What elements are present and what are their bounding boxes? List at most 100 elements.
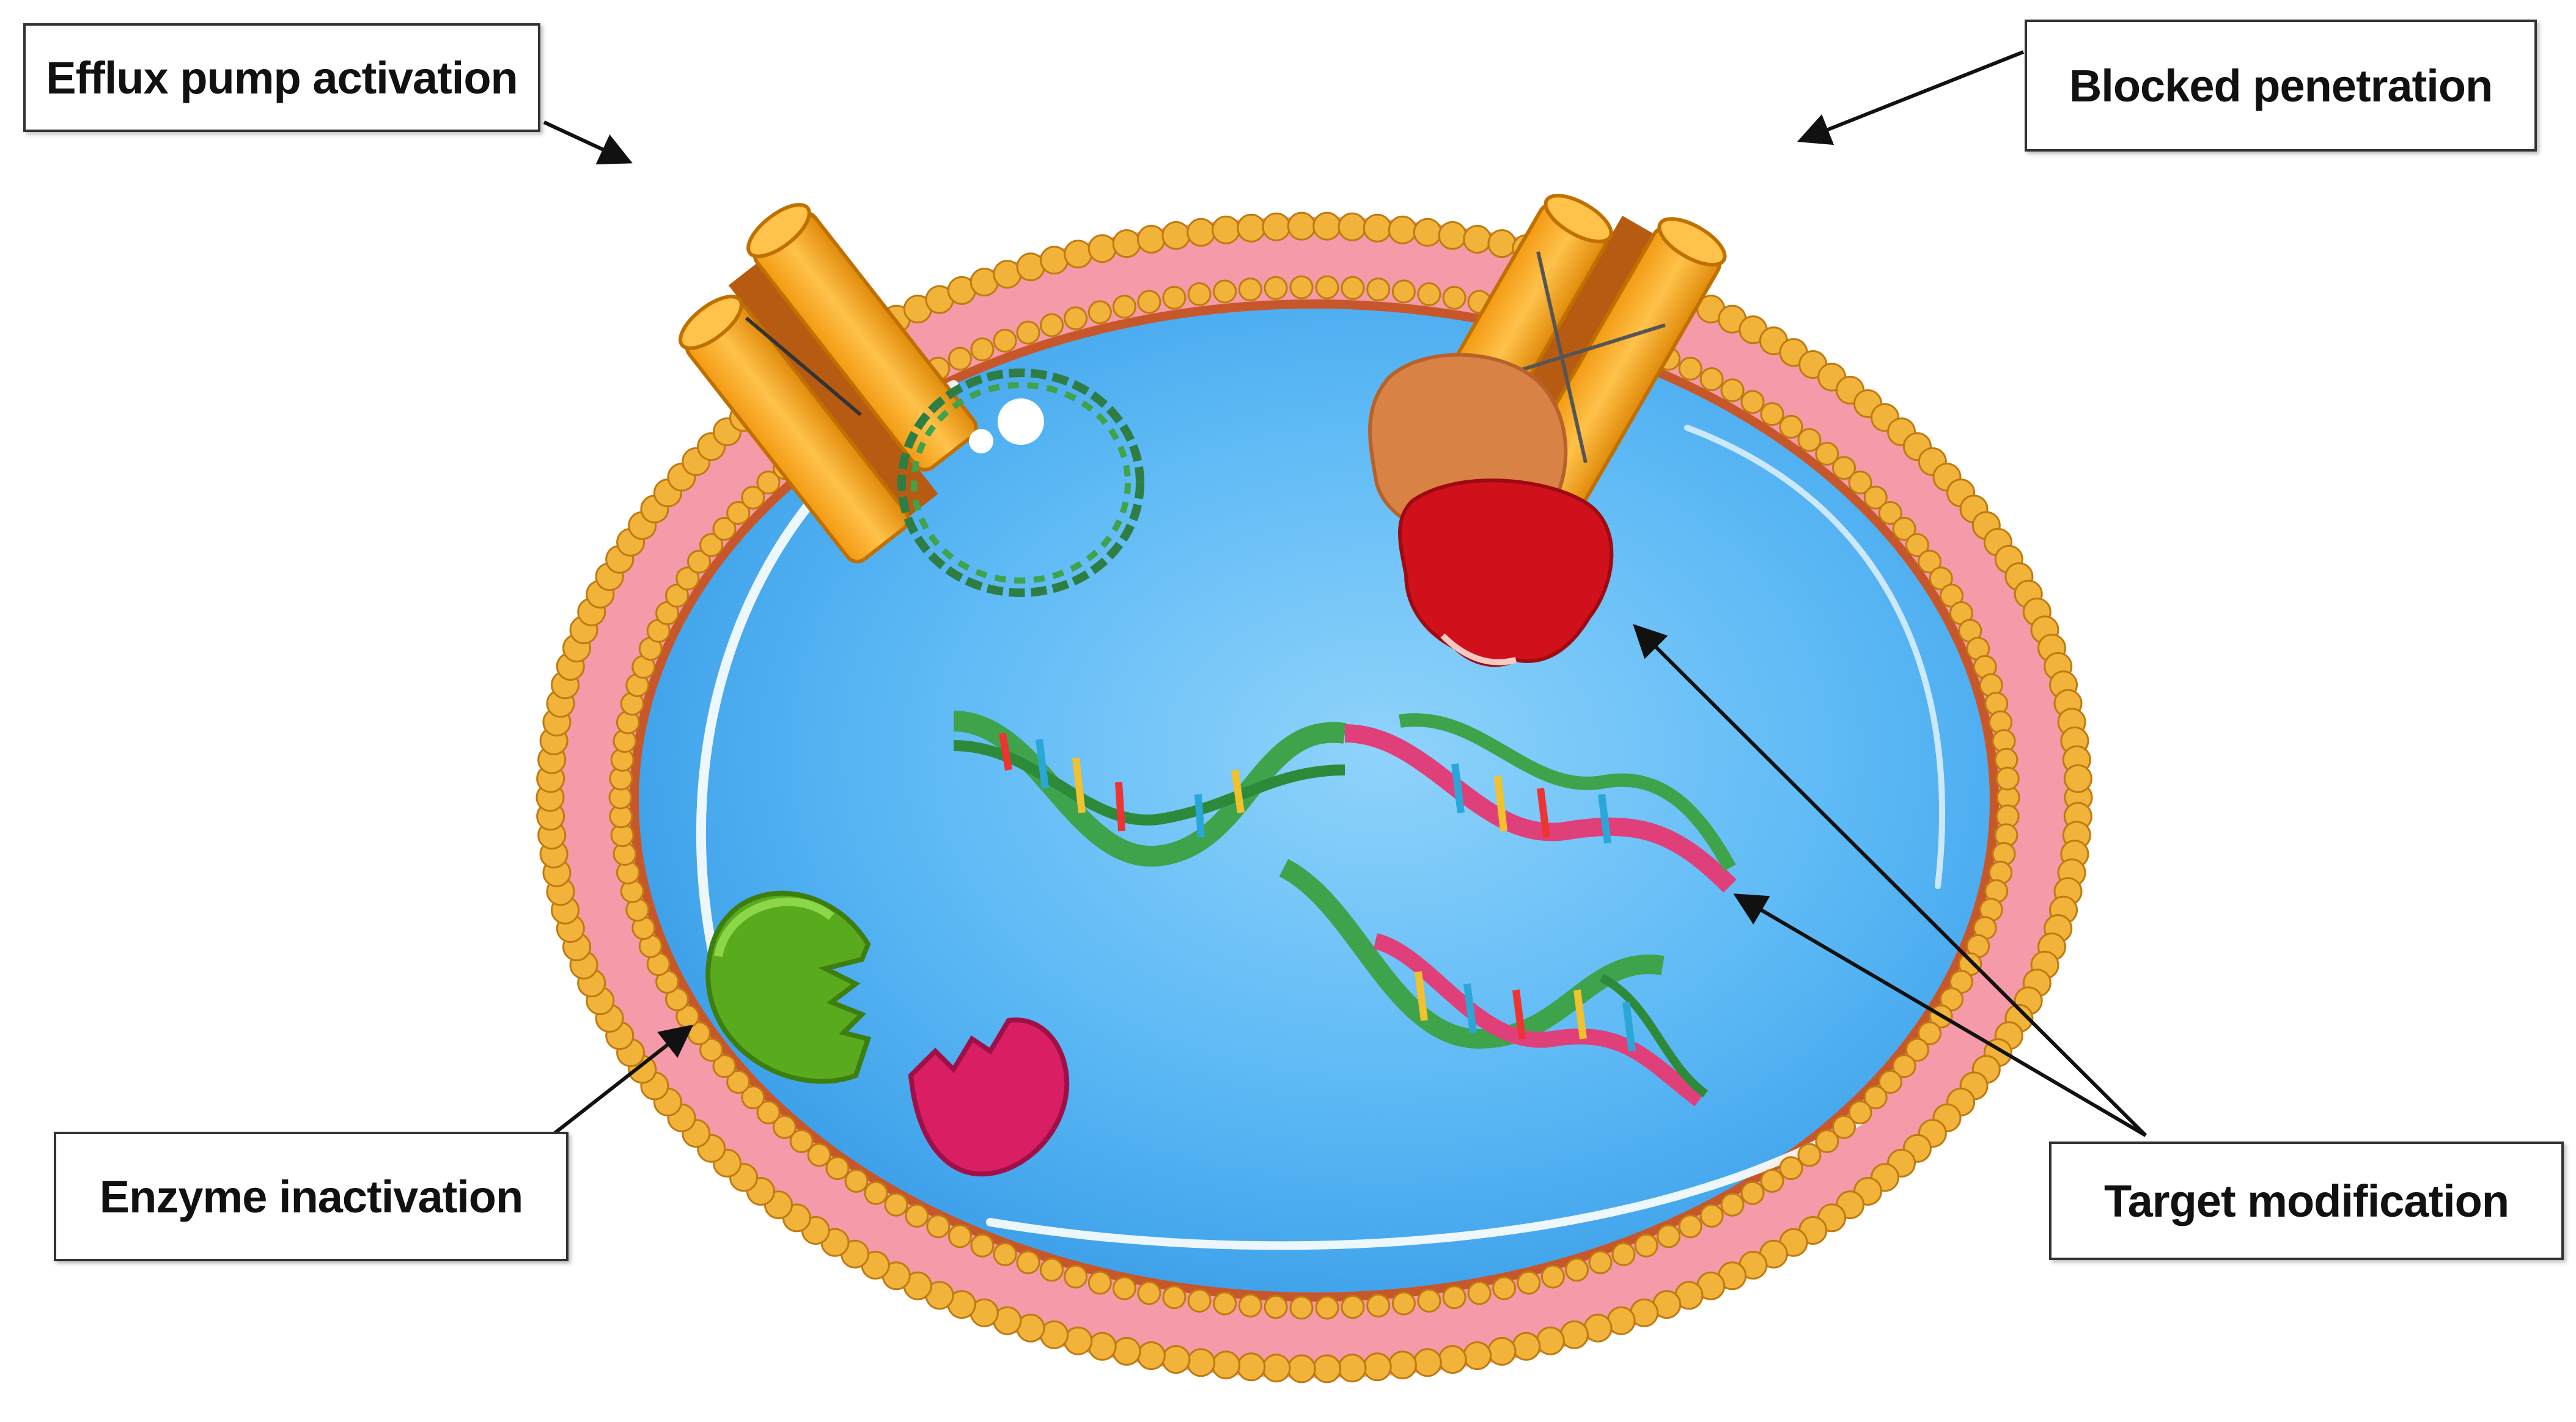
membrane-head-bead: [1161, 221, 1191, 250]
membrane-head-bead: [1892, 1054, 1916, 1079]
membrane-head-bead: [1187, 282, 1212, 306]
membrane-head-bead: [1442, 1285, 1466, 1310]
membrane-head-bead: [1016, 1250, 1040, 1275]
membrane-head-bead: [1863, 1085, 1888, 1110]
membrane-head-bead: [993, 329, 1017, 353]
membrane-head-bead: [1740, 1181, 1765, 1205]
membrane-head-bead: [970, 337, 995, 362]
membrane-head-bead: [1213, 1291, 1237, 1316]
membrane-head-bead: [1262, 1354, 1291, 1383]
membrane-head-bead: [1040, 1320, 1069, 1349]
membrane-head-bead: [1112, 229, 1141, 258]
membrane-head-bead: [1112, 1276, 1136, 1300]
label-blocked-penetration: Blocked penetration: [2025, 20, 2537, 152]
membrane-head-bead: [1391, 1291, 1416, 1316]
membrane-head-bead: [970, 1233, 995, 1258]
membrane-head-bead: [1848, 1100, 1872, 1124]
membrane-head-bead: [1016, 252, 1045, 282]
membrane-head-bead: [1016, 320, 1040, 345]
membrane-head-bead: [993, 1242, 1017, 1266]
membrane-head-bead: [1720, 378, 1745, 403]
membrane-head-bead: [1162, 285, 1187, 310]
membrane-head-bead: [1187, 218, 1216, 247]
membrane-head-bead: [773, 1115, 797, 1139]
membrane-head-bead: [1064, 1326, 1093, 1355]
membrane-head-bead: [1363, 1352, 1392, 1382]
membrane-head-bead: [1797, 428, 1822, 452]
membrane-head-bead: [1237, 1352, 1266, 1382]
membrane-head-bead: [1040, 313, 1064, 337]
membrane-head-bead: [699, 533, 724, 557]
dna-helix: [953, 711, 1737, 1107]
membrane-head-bead: [1815, 442, 1839, 466]
membrane-head-bead: [1487, 1336, 1517, 1366]
membrane-head-bead: [1863, 485, 1888, 510]
membrane-head-bead: [1463, 1341, 1492, 1370]
membrane-head-bead: [699, 1038, 724, 1062]
membrane-head-bead: [1588, 1250, 1613, 1275]
membrane-head-bead: [1064, 240, 1093, 269]
membrane-head-bead: [1442, 285, 1466, 310]
membrane-head-bead: [905, 1204, 929, 1228]
label-target-text: Target modification: [2103, 1175, 2509, 1226]
membrane-head-bead: [1536, 1326, 1565, 1355]
membrane-head-bead: [1699, 367, 1724, 391]
membrane-head-bead: [884, 1192, 908, 1217]
membrane-head-bead: [1905, 1038, 1929, 1062]
membrane-head-bead: [1112, 295, 1136, 319]
label-blocked-text: Blocked penetration: [2069, 60, 2493, 111]
membrane-head-bead: [1264, 276, 1288, 300]
membrane-head-bead: [1463, 225, 1492, 254]
label-enzyme-inactivation: Enzyme inactivation: [54, 1132, 569, 1261]
arrow-target-protein: [1633, 624, 2147, 1137]
membrane-head-bead: [1832, 456, 1856, 480]
membrane-head-bead: [1162, 1285, 1187, 1310]
membrane-head-bead: [1388, 215, 1417, 244]
membrane-head-bead: [712, 1054, 737, 1079]
membrane-head-bead: [726, 1070, 751, 1094]
membrane-head-bead: [1338, 212, 1367, 241]
membrane-head-bead: [1137, 1281, 1161, 1305]
membrane-head-bead: [789, 1129, 814, 1153]
membrane-head-bead: [1417, 282, 1441, 306]
membrane-head-bead: [1087, 300, 1112, 324]
membrane-heads-inner: [608, 275, 2020, 1320]
cytoplasm-highlight-bottom: [986, 1114, 1869, 1250]
membrane-head-bead: [1940, 987, 1963, 1011]
membrane-head-bead: [1413, 1348, 1442, 1377]
membrane-head-bead: [1487, 229, 1517, 258]
membrane-head-bead: [1634, 1233, 1658, 1258]
membrane-head-bead: [756, 1100, 781, 1124]
label-target-modification: Target modification: [2049, 1142, 2564, 1260]
membrane-head-bead: [1417, 1289, 1441, 1313]
membrane-head-bead: [1678, 1214, 1702, 1239]
membrane-head-bead: [1740, 390, 1765, 414]
membrane-head-bead: [726, 501, 751, 525]
membrane-head-bead: [741, 485, 765, 510]
membrane-head-bead: [1467, 1281, 1492, 1305]
membrane-head-bead: [1413, 218, 1442, 247]
membrane-head-bead: [2063, 764, 2092, 793]
membrane-head-bead: [1264, 1295, 1288, 1319]
membrane-head-bead: [1492, 1276, 1517, 1300]
membrane-head-bead: [1287, 211, 1316, 241]
membrane-head-bead: [1512, 1332, 1541, 1361]
membrane-head-bead: [1315, 1296, 1339, 1320]
membrane-head-bead: [741, 1085, 765, 1110]
membrane-head-bead: [756, 471, 781, 495]
membrane-head-bead: [1995, 766, 2020, 791]
membrane-head-bead: [1438, 1345, 1467, 1374]
membrane-head-bead: [1212, 215, 1241, 244]
arrow-target-dna: [1733, 893, 2147, 1137]
membrane-head-bead: [1905, 533, 1929, 557]
membrane-head-bead: [1064, 1264, 1088, 1289]
membrane-head-bead: [712, 516, 737, 541]
membrane-head-bead: [1112, 1336, 1141, 1366]
membrane-head-bead: [1238, 277, 1262, 302]
membrane-head-bead: [1289, 1296, 1314, 1320]
membrane-head-bead: [1212, 1351, 1241, 1380]
membrane-head-bead: [1699, 1204, 1724, 1228]
membrane-head-bead: [1438, 221, 1467, 250]
